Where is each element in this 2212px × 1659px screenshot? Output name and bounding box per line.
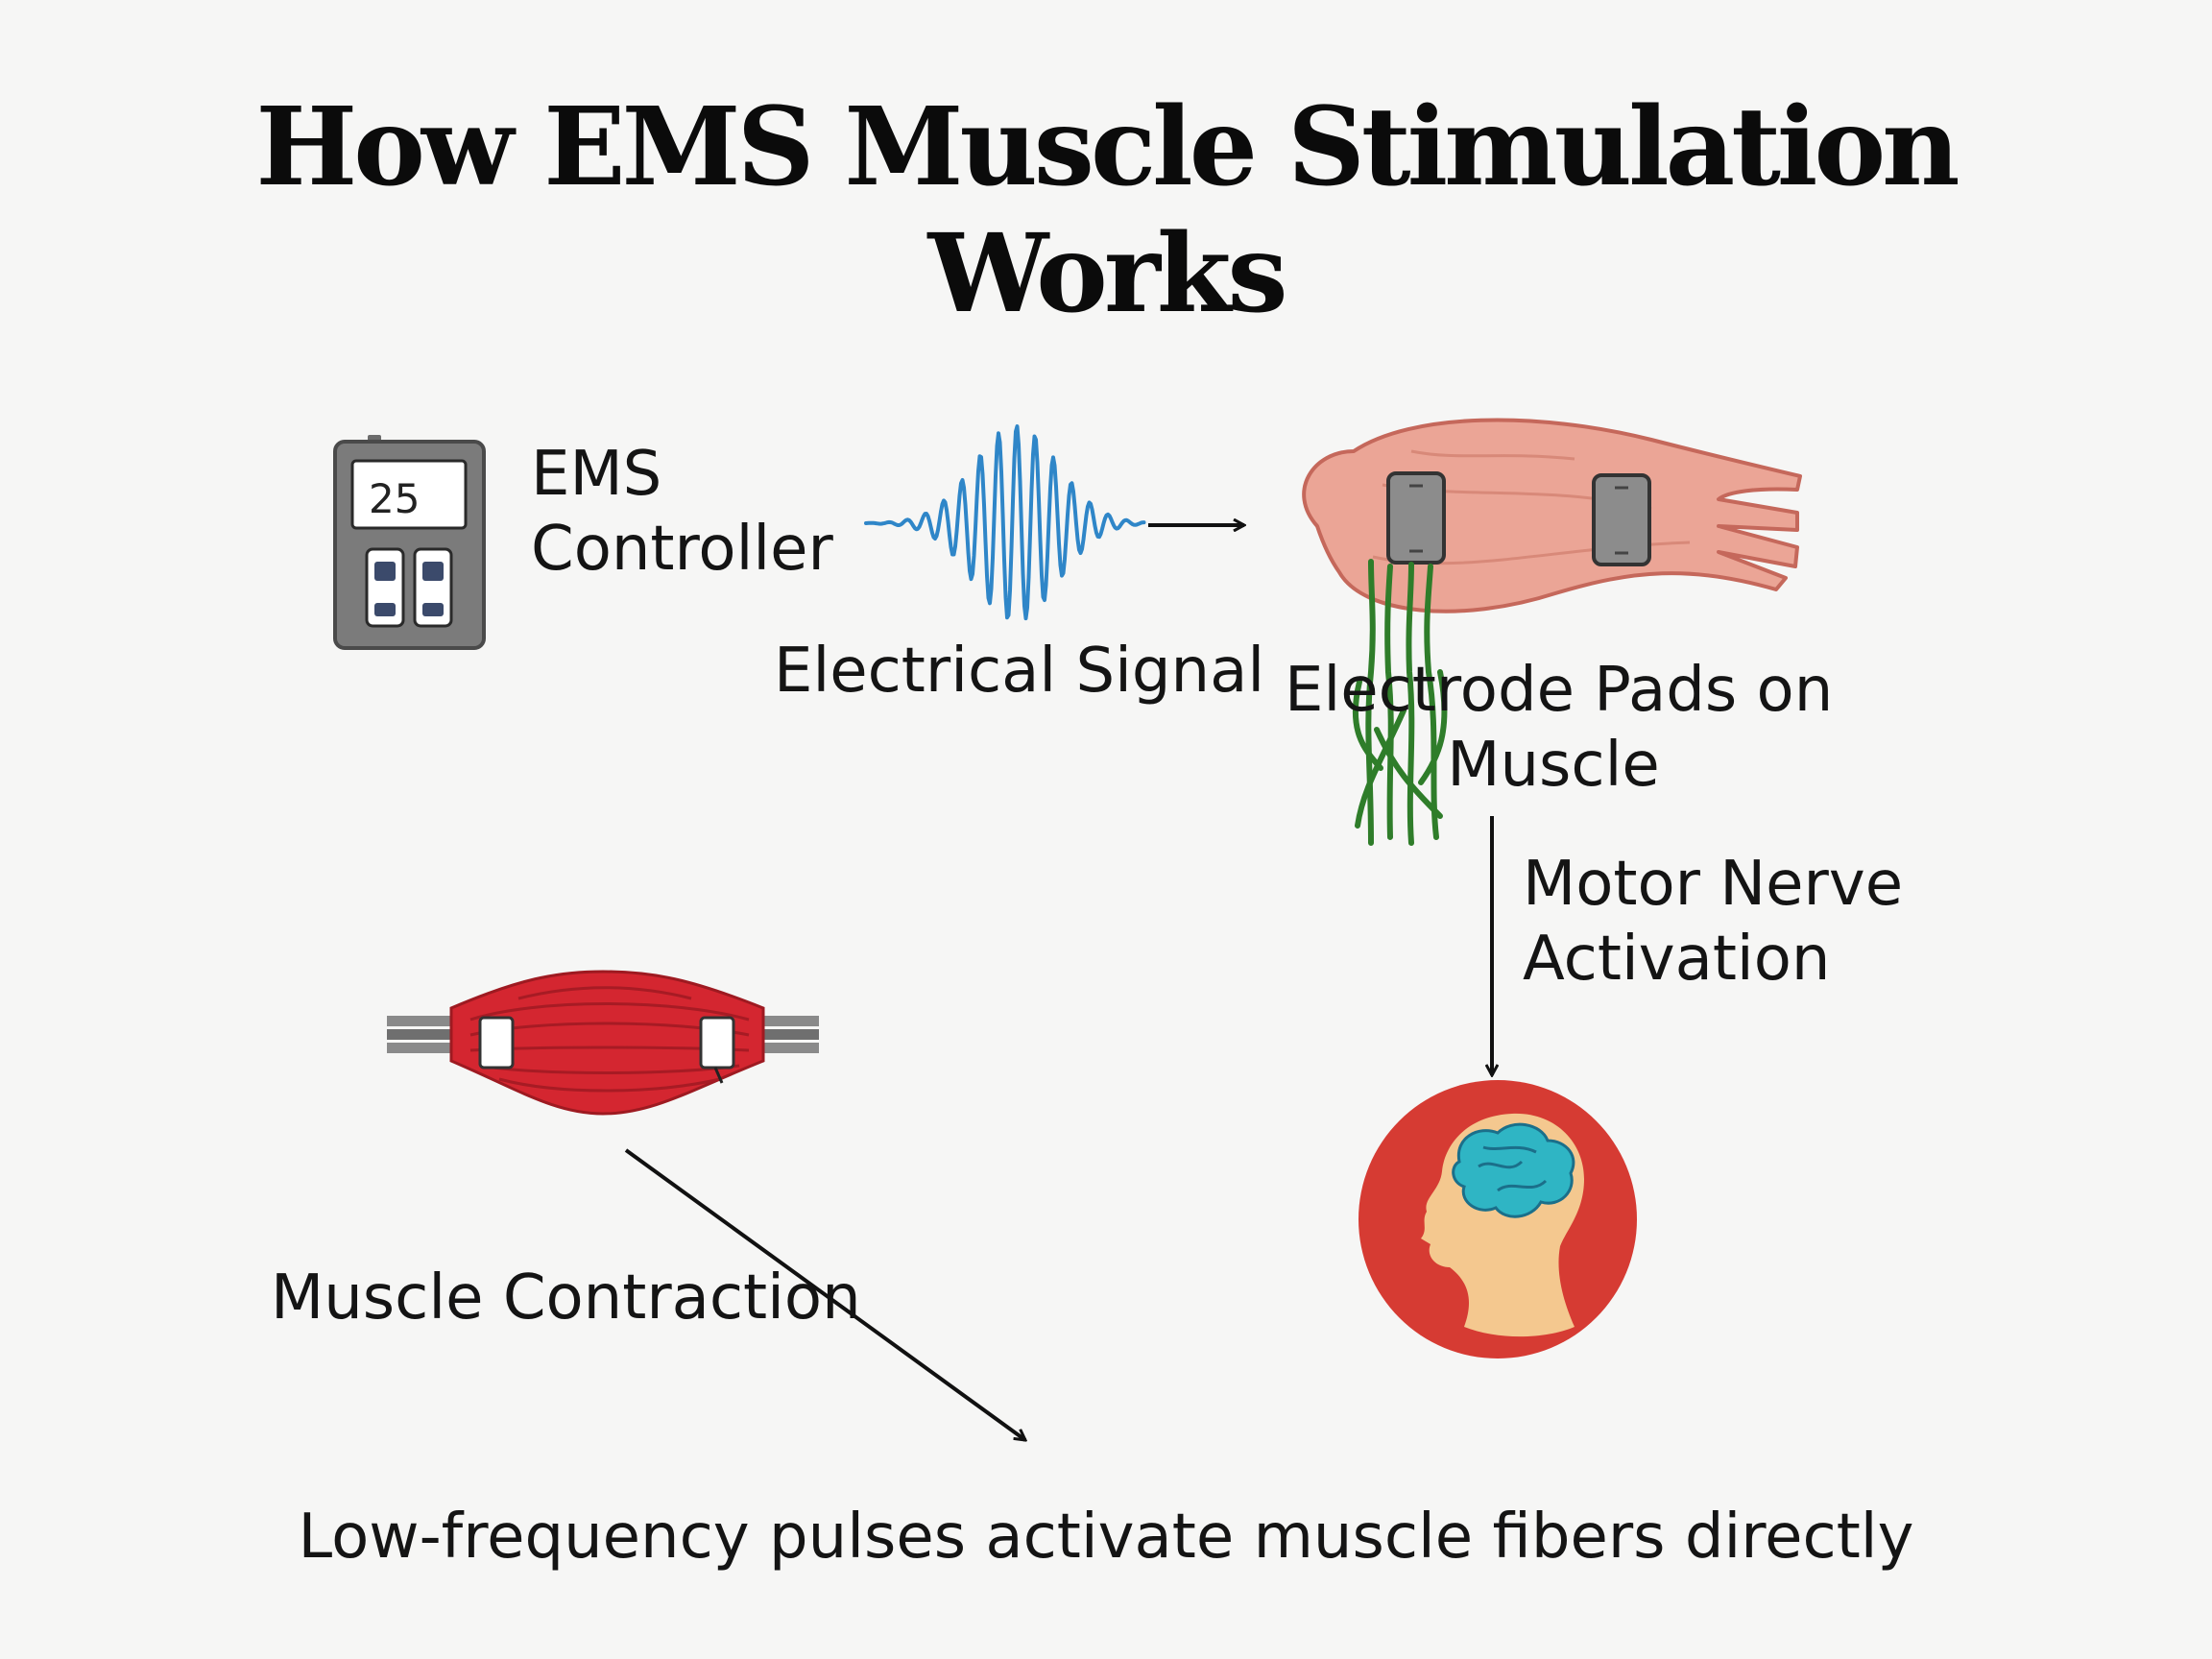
contracted-muscle-icon: [387, 970, 819, 1116]
nerve-label-line-1: Motor Nerve: [1523, 849, 1904, 920]
pads-label-line-1: Electrode Pads on: [1285, 655, 1834, 726]
ems-device-icon: 25: [333, 435, 486, 650]
pads-label-line-2: Muscle: [1447, 730, 1660, 801]
waveform-icon: [864, 424, 1146, 621]
footer-caption: Low-frequency pulses activate muscle fib…: [298, 1502, 1914, 1573]
title-line-1: How EMS Muscle Stimulation: [255, 84, 1960, 210]
head-brain-icon: [1358, 1080, 1637, 1358]
page-title: How EMS Muscle Stimulation Works: [0, 84, 2212, 338]
controller-label-line-2: Controller: [531, 514, 833, 585]
pads-label: Electrode Pads on Muscle: [1285, 653, 1834, 803]
electrode-pad-right: [1592, 473, 1651, 566]
contraction-label: Muscle Contraction: [271, 1262, 861, 1334]
controller-label: EMS Controller: [531, 437, 833, 587]
nerve-fibers-icon: [1352, 559, 1448, 846]
contraction-pad-right: [699, 1016, 735, 1084]
contraction-pad-left: [478, 1016, 515, 1070]
contraction-arrow: [624, 1148, 1025, 1440]
controller-label-line-1: EMS: [531, 439, 662, 510]
electrode-pad-left: [1386, 471, 1446, 565]
controller-display-value: 25: [369, 475, 420, 522]
signal-label: Electrical Signal: [774, 636, 1265, 707]
nerve-label: Motor Nerve Activation: [1523, 847, 1903, 997]
nerve-label-line-2: Activation: [1523, 924, 1831, 995]
muscle-with-pads-icon: [1302, 418, 1802, 613]
title-line-2: Works: [927, 211, 1287, 337]
